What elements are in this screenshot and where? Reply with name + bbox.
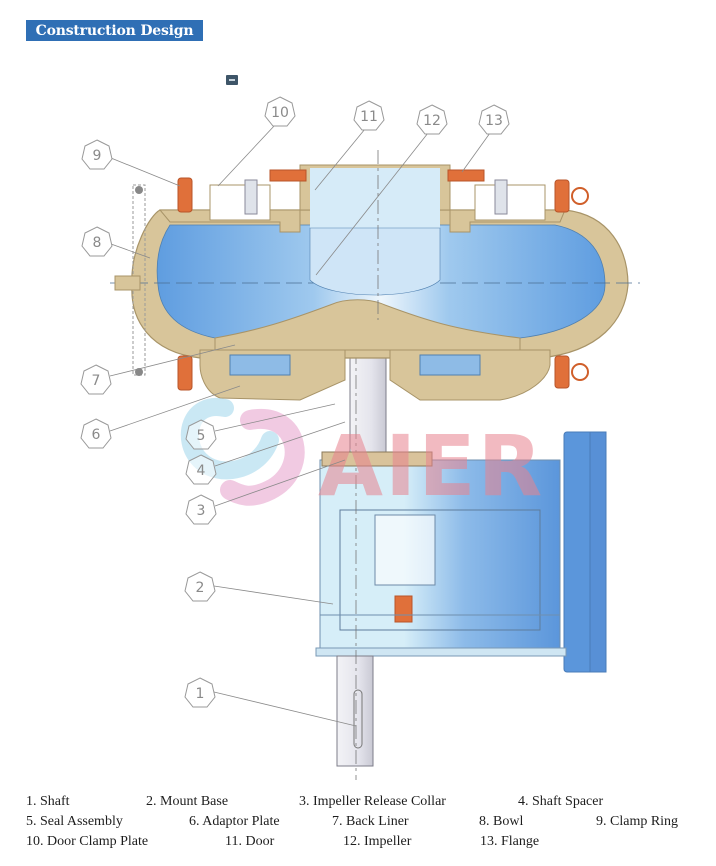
svg-text:2: 2 (196, 580, 205, 596)
legend-item-door: 11. Door (225, 834, 275, 849)
callout-8: 8 (81, 226, 113, 257)
leader-lines (109, 124, 491, 727)
svg-text:5: 5 (197, 428, 206, 444)
adjusting-rod (114, 184, 146, 376)
callout-9: 9 (81, 139, 113, 170)
svg-text:8: 8 (93, 235, 102, 251)
clamps (177, 169, 589, 391)
svg-text:7: 7 (92, 373, 101, 389)
legend-item-shaft: 1. Shaft (26, 794, 70, 809)
callout-3: 3 (185, 494, 217, 525)
callout-2: 2 (184, 571, 216, 602)
svg-text:6: 6 (92, 427, 101, 443)
legend-item-impeller: 12. Impeller (343, 834, 412, 849)
svg-text:1: 1 (196, 686, 205, 702)
legend-item-seal-assembly: 5. Seal Assembly (26, 814, 123, 829)
svg-text:12: 12 (423, 113, 441, 129)
mount-base (315, 431, 607, 673)
callout-1: 1 (184, 677, 216, 708)
impeller-release-collar (321, 451, 433, 467)
aier-watermark: AIER (180, 398, 544, 515)
callout-7: 7 (80, 364, 112, 395)
legend-row-3: 10. Door Clamp Plate 11. Door 12. Impell… (26, 831, 706, 851)
callout-4: 4 (185, 454, 217, 485)
svg-text:4: 4 (197, 463, 206, 479)
callout-6: 6 (80, 418, 112, 449)
legend-item-shaft-spacer: 4. Shaft Spacer (518, 794, 604, 809)
svg-text:11: 11 (360, 109, 378, 125)
svg-text:10: 10 (271, 105, 289, 121)
legend-item-door-clamp-plate: 10. Door Clamp Plate (26, 834, 149, 849)
callouts: 1 2 3 4 5 6 7 8 9 10 11 12 13 (80, 96, 510, 708)
svg-text:13: 13 (485, 113, 503, 129)
image-placeholder-icon (226, 75, 238, 85)
pump-construction-diagram: AIER 1 2 3 4 5 6 7 8 9 10 11 12 13 (80, 96, 640, 780)
legend-item-impeller-release-collar: 3. Impeller Release Collar (299, 794, 446, 809)
callout-12: 12 (416, 104, 448, 135)
callout-10: 10 (264, 96, 296, 127)
legend-row-1: 1. Shaft 2. Mount Base 3. Impeller Relea… (26, 791, 706, 811)
callout-5: 5 (185, 419, 217, 450)
svg-text:9: 9 (93, 148, 102, 164)
legend-item-bowl: 8. Bowl (479, 814, 524, 829)
callout-11: 11 (353, 100, 385, 131)
legend-item-adaptor-plate: 6. Adaptor Plate (189, 814, 280, 829)
parts-legend: 1. Shaft 2. Mount Base 3. Impeller Relea… (26, 791, 706, 851)
legend-item-mount-base: 2. Mount Base (146, 794, 229, 809)
section-title: Construction Design (26, 20, 203, 41)
legend-item-back-liner: 7. Back Liner (332, 814, 409, 829)
callout-13: 13 (478, 104, 510, 135)
svg-text:3: 3 (197, 503, 206, 519)
door (158, 150, 566, 320)
legend-item-clamp-ring: 9. Clamp Ring (596, 814, 679, 829)
svg-text:AIER: AIER (318, 417, 544, 515)
legend-row-2: 5. Seal Assembly 6. Adaptor Plate 7. Bac… (26, 811, 706, 831)
legend-item-flange: 13. Flange (480, 834, 540, 849)
